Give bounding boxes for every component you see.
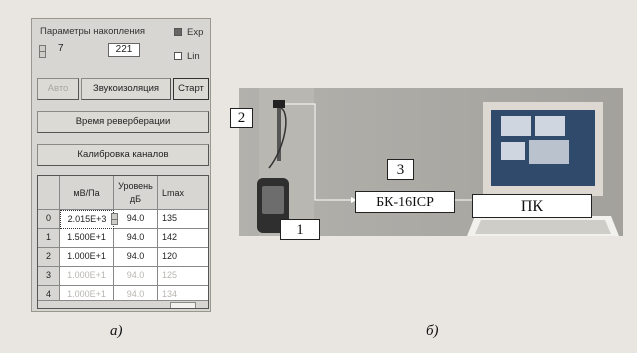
- callout-label-1: 1: [280, 219, 320, 240]
- exp-checkbox[interactable]: [174, 28, 182, 36]
- column-header-lmax: Lmax: [158, 176, 209, 210]
- row-number: 0: [38, 210, 60, 229]
- scrollbar-thumb[interactable]: [170, 302, 196, 309]
- sound-insulation-button[interactable]: Звукоизоляция: [81, 78, 171, 100]
- accumulation-panel: Параметры накопления 7 221 Exp Lin Авто …: [31, 18, 211, 312]
- column-header-level-db: Уровень дБ: [114, 176, 158, 210]
- start-button[interactable]: Старт: [173, 78, 209, 100]
- table-cell-lmax[interactable]: 125: [158, 267, 209, 286]
- channel-calibration-button[interactable]: Калибровка каналов: [37, 144, 209, 166]
- table-cell-mv-selected[interactable]: 2.015E+3: [60, 210, 114, 229]
- value-left: 7: [58, 43, 64, 54]
- table-horizontal-scrollbar[interactable]: [38, 300, 208, 309]
- table-cell-mv[interactable]: 1.500E+1: [60, 229, 114, 248]
- calibration-table[interactable]: мВ/Па Уровень дБ Lmax 0 2.015E+3 94.0 13…: [37, 175, 209, 309]
- table-cell-lmax[interactable]: 142: [158, 229, 209, 248]
- auto-button[interactable]: Авто: [37, 78, 79, 100]
- lin-label: Lin: [187, 51, 200, 62]
- row-number: 3: [38, 267, 60, 286]
- table-cell-lmax[interactable]: 135: [158, 210, 209, 229]
- spin-control-left[interactable]: [39, 45, 46, 58]
- caption-b: б): [426, 323, 439, 340]
- table-cell-level[interactable]: 94.0: [114, 210, 158, 229]
- table-cell-lmax[interactable]: 120: [158, 248, 209, 267]
- callout-label-2: 2: [230, 108, 253, 128]
- table-cell-mv[interactable]: 1.000E+1: [60, 248, 114, 267]
- column-header-mv-pa: мВ/Па: [60, 176, 114, 210]
- table-cell-level[interactable]: 94.0: [114, 248, 158, 267]
- lin-checkbox[interactable]: [174, 52, 182, 60]
- accumulation-params-title: Параметры накопления: [40, 26, 145, 37]
- table-cell-mv[interactable]: 1.000E+1: [60, 267, 114, 286]
- row-number: 2: [38, 248, 60, 267]
- table-corner: [38, 176, 60, 210]
- caption-a: а): [110, 323, 123, 340]
- value-right-field[interactable]: 221: [108, 43, 140, 57]
- exp-label: Exp: [187, 27, 203, 38]
- callout-label-3: 3: [387, 159, 414, 180]
- row-number: 1: [38, 229, 60, 248]
- cell-spin-control[interactable]: [111, 213, 118, 225]
- table-cell-level[interactable]: 94.0: [114, 229, 158, 248]
- table-cell-level[interactable]: 94.0: [114, 267, 158, 286]
- reverberation-time-button[interactable]: Время реверберации: [37, 111, 209, 133]
- measurement-setup-photo: 2 1 3 БК-16ICP ПК: [239, 88, 623, 236]
- pc-label: ПК: [472, 194, 592, 218]
- bk16icp-device-label: БК-16ICP: [355, 191, 455, 213]
